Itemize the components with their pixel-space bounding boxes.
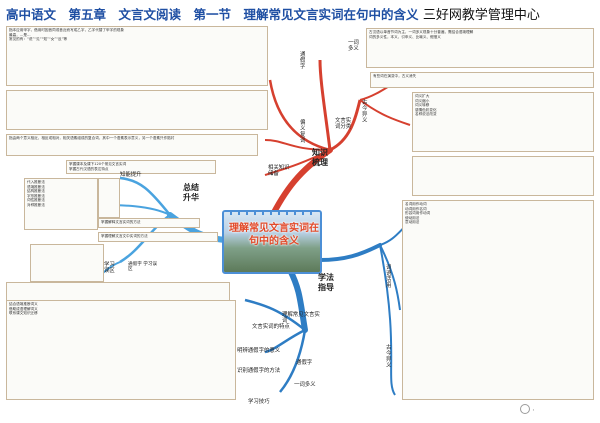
ktopic-pianyi[interactable]: 偏义复词	[300, 120, 306, 144]
card-summary-methods-2	[98, 178, 120, 218]
stopic-zhineng[interactable]: 知能提升	[120, 172, 142, 178]
ktopic-tongjia[interactable]: 通假字	[300, 52, 306, 70]
center-topic-card[interactable]: 理解常见文言实词在句中的含义	[222, 210, 322, 274]
watermark: ·	[520, 404, 535, 416]
gtopic-jiqiao[interactable]: 学习技巧	[248, 399, 270, 405]
branch-right-lower	[318, 243, 382, 262]
bar-method-1: 掌握解释文言实词的方法	[98, 218, 200, 228]
card-gujin-2	[412, 156, 594, 196]
branch-guidance-label[interactable]: 学法指导	[318, 273, 334, 292]
ktopic-yici[interactable]: 一词多义	[348, 40, 359, 52]
card-tongjia: 指本应用甲字，借用时因音同或音近而写成乙字，乙字代替了甲字的现象 最高，…是… …	[6, 26, 268, 86]
card-gujin-intro: 有些词在演变中，古义消失	[370, 72, 594, 88]
wechat-logo-icon	[520, 404, 530, 414]
brand-name: 三好网教学管理中心	[422, 8, 540, 23]
ktopic-gujin[interactable]: 古今异义	[362, 100, 368, 124]
card-guidance-left: 结合语境推断词义 借助成语理解词义 联系课文知识迁移	[6, 300, 236, 400]
gtopic-mingbian[interactable]: 明辨通假字的意义	[237, 348, 281, 354]
title-text: 高中语文 第五章 文言文阅读 第一节 理解常见文言实词在句中的含义	[6, 7, 419, 22]
card-wuqu	[30, 244, 104, 282]
stopic-tongjia-wuqu[interactable]: 通假字 学习误区	[128, 262, 158, 272]
center-landscape-image	[224, 212, 320, 272]
card-tongjia-2	[6, 90, 268, 130]
ktopic-chubei[interactable]: 相关知识储备	[268, 165, 290, 177]
card-huoyong: 名词用作动词 动词用作名词 形容词用作动词 使动用法 意动用法	[402, 200, 594, 400]
branch-summary-label[interactable]: 总结升华	[183, 183, 199, 202]
page-title: 高中语文 第五章 文言文阅读 第一节 理解常见文言实词在句中的含义 三好网教学管…	[6, 4, 596, 26]
card-pianyi: 指由两个意义相近，相反或相对，相关语素组成的复合词，其中一个语素表示意义，另一个…	[6, 134, 258, 156]
bar-method-2: 掌握理解文言文中实词的方法	[98, 232, 218, 242]
card-yici: 古汉语以单音节词为主，一词多义现象十分普遍，需结合语境理解 词的多义性，本义、引…	[366, 28, 594, 68]
gtopic-gujin[interactable]: 古今异义	[386, 345, 392, 369]
gtopic-tedian[interactable]: 文言实词的特点	[252, 324, 290, 330]
gtopic-shibie[interactable]: 识别通假字的方法	[237, 368, 281, 374]
notebook-rings	[230, 212, 318, 215]
card-summary-methods: 代入推断法 语境推断法 结构推断法 字形推断法 词性推断法 对称推断法	[24, 178, 98, 230]
stopic-wuqu[interactable]: 学习误区	[104, 262, 115, 274]
card-chubei: 掌握课本及课下120个常见文言实词 掌握古代汉语的表达特点	[66, 160, 216, 174]
gtopic-yici[interactable]: 一词多义	[294, 382, 316, 388]
gtopic-huoyong[interactable]: 词语活用	[386, 265, 392, 289]
gtopic-tongjia[interactable]: 通假字	[296, 360, 313, 366]
branch-guidance	[287, 267, 308, 333]
card-gujin: 词义扩大 词义缩小 词义转移 感情色彩变化 名称说法改变	[412, 92, 594, 152]
ktopic-fenlei[interactable]: 文言实词分类	[335, 118, 352, 130]
branch-knowledge-label[interactable]: 知识梳理	[312, 148, 328, 167]
center-topic: 理解常见文言实词在句中的含义	[229, 223, 319, 247]
gtopic-lijie[interactable]: 理解常见文言实词	[282, 312, 320, 324]
